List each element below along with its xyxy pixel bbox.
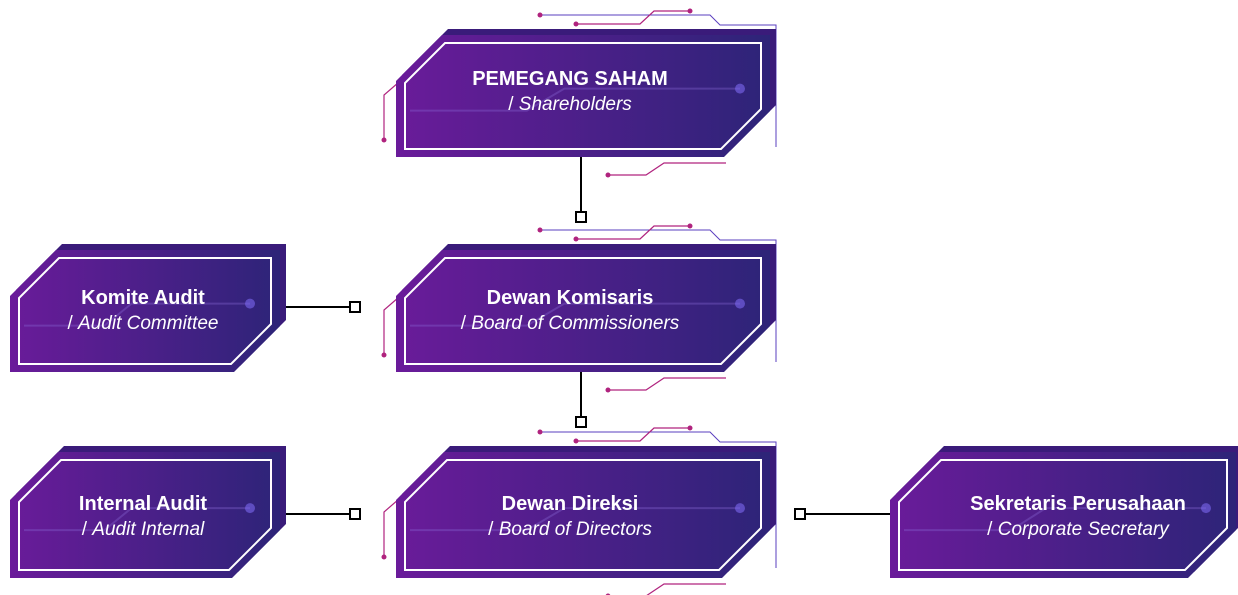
directors-circuit-trace bbox=[576, 427, 690, 442]
commissioners-circuit-dot bbox=[537, 227, 543, 233]
edge-terminal-square bbox=[575, 416, 587, 428]
directors-circuit-dot bbox=[687, 425, 693, 431]
node-directors-inner-dot bbox=[735, 503, 745, 514]
shareholders-circuit-trace bbox=[608, 162, 726, 176]
edge-terminal-square bbox=[794, 508, 806, 520]
node-shareholders-border bbox=[404, 42, 762, 150]
node-directors-inner-trace bbox=[410, 507, 740, 532]
directors-circuit-dot bbox=[381, 554, 387, 560]
node-audit_committee-box bbox=[10, 250, 280, 372]
node-boxes bbox=[10, 29, 1238, 578]
node-commissioners-inner-dot bbox=[735, 298, 745, 309]
node-audit_committee-inner-trace bbox=[24, 302, 250, 327]
node-commissioners-border bbox=[404, 257, 762, 365]
commissioners-circuit-dot bbox=[381, 352, 387, 358]
edge-terminal-square bbox=[575, 211, 587, 223]
shareholders-circuit-dot bbox=[537, 12, 543, 18]
node-corporate_secretary-box bbox=[890, 452, 1236, 578]
node-directors-box bbox=[396, 452, 770, 578]
directors-circuit-dot bbox=[537, 429, 543, 435]
directors-circuit-dot bbox=[573, 438, 579, 444]
commissioners-circuit-dot bbox=[687, 223, 693, 229]
edge-terminal-square bbox=[349, 301, 361, 313]
node-directors-border bbox=[404, 459, 762, 571]
commissioners-circuit-dot bbox=[605, 387, 611, 393]
shareholders-circuit-dot bbox=[573, 21, 579, 27]
commissioners-circuit-trace bbox=[576, 225, 690, 240]
directors-circuit-trace bbox=[646, 583, 726, 595]
node-audit_committee-border bbox=[18, 257, 272, 365]
node-internal_audit-inner-trace bbox=[24, 507, 250, 532]
node-audit_committee-inner-dot bbox=[245, 298, 255, 309]
node-shareholders-inner-dot bbox=[735, 83, 745, 94]
shareholders-circuit-dot bbox=[381, 137, 387, 143]
connector-lines bbox=[280, 157, 890, 520]
node-commissioners-inner-trace bbox=[410, 302, 740, 327]
commissioners-circuit-dot bbox=[573, 236, 579, 242]
node-internal_audit-box bbox=[10, 452, 280, 578]
shareholders-circuit-dot bbox=[605, 172, 611, 178]
node-internal_audit-inner-dot bbox=[245, 503, 255, 514]
node-corporate_secretary-inner-trace bbox=[904, 507, 1206, 532]
node-shareholders-box bbox=[396, 35, 770, 157]
node-corporate_secretary-border bbox=[898, 459, 1228, 571]
shareholders-circuit-trace bbox=[576, 10, 690, 25]
node-internal_audit-border bbox=[18, 459, 272, 571]
node-commissioners-box bbox=[396, 250, 770, 372]
edge-terminal-square bbox=[349, 508, 361, 520]
shareholders-circuit-dot bbox=[687, 8, 693, 14]
node-shareholders-inner-trace bbox=[410, 87, 740, 112]
node-corporate_secretary-inner-dot bbox=[1201, 503, 1211, 514]
commissioners-circuit-trace bbox=[608, 377, 726, 391]
